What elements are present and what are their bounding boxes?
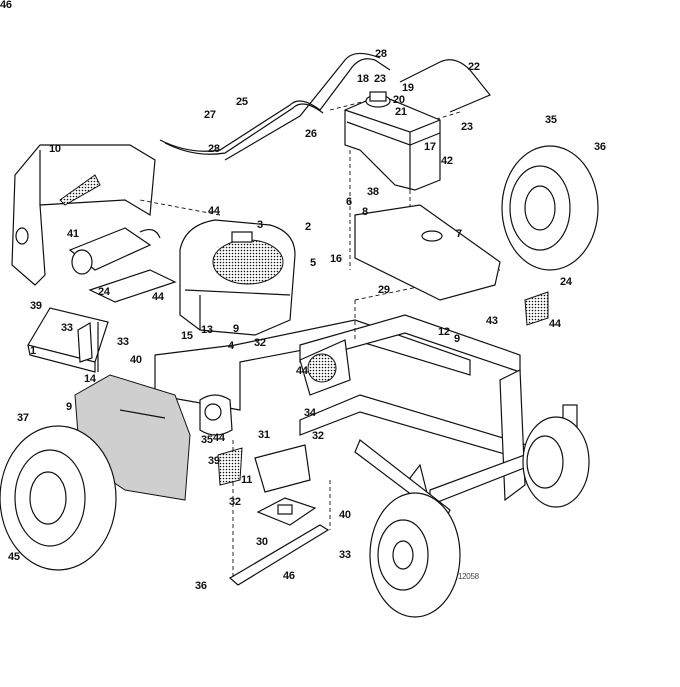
callout-23: 23 [374, 73, 386, 85]
callout-8: 8 [362, 206, 368, 218]
callout-39: 39 [208, 455, 220, 467]
callout-36: 36 [195, 580, 207, 592]
callout-20: 20 [393, 94, 405, 106]
callout-46: 46 [0, 0, 12, 11]
callout-5: 5 [310, 257, 316, 269]
callout-7: 7 [456, 228, 462, 240]
callout-39: 39 [30, 300, 42, 312]
callout-32: 32 [254, 337, 266, 349]
callout-45: 45 [8, 551, 20, 563]
callout-21: 21 [395, 106, 407, 118]
engine [139, 199, 296, 336]
callout-28: 28 [375, 48, 387, 60]
callout-1: 1 [30, 345, 36, 357]
muffler [68, 227, 177, 303]
callout-13: 13 [201, 324, 213, 336]
callout-33: 33 [61, 322, 73, 334]
callout-22: 22 [468, 61, 480, 73]
callout-37: 37 [17, 412, 29, 424]
callout-24: 24 [98, 286, 110, 298]
callout-12: 12 [438, 326, 450, 338]
callout-9: 9 [66, 401, 72, 413]
side-shroud [11, 144, 156, 286]
callout-40: 40 [339, 509, 351, 521]
callout-44: 44 [208, 205, 220, 217]
callout-4: 4 [228, 340, 234, 352]
callout-11: 11 [241, 474, 253, 486]
bracket-assembly [27, 307, 109, 373]
callout-19: 19 [402, 82, 414, 94]
callout-35: 35 [201, 434, 213, 446]
callout-33: 33 [117, 336, 129, 348]
callout-31: 31 [258, 429, 270, 441]
callout-41: 41 [67, 228, 79, 240]
caster-wheel-front [369, 492, 461, 618]
callout-44: 44 [549, 318, 561, 330]
callout-26: 26 [305, 128, 317, 140]
callout-15: 15 [181, 330, 193, 342]
callout-44: 44 [213, 432, 225, 444]
callout-6: 6 [346, 196, 352, 208]
callout-9: 9 [454, 333, 460, 345]
callout-34: 34 [304, 407, 316, 419]
callout-36: 36 [594, 141, 606, 153]
callout-2: 2 [305, 221, 311, 233]
callout-14: 14 [84, 373, 96, 385]
callout-28: 28 [208, 143, 220, 155]
figure-number: 12058 [458, 572, 479, 581]
callout-42: 42 [441, 155, 453, 167]
callout-9: 9 [233, 323, 239, 335]
callout-18: 18 [357, 73, 369, 85]
callout-25: 25 [236, 96, 248, 108]
callout-40: 40 [130, 354, 142, 366]
callout-17: 17 [424, 141, 436, 153]
callout-44: 44 [296, 365, 308, 377]
callout-27: 27 [204, 109, 216, 121]
callout-24: 24 [560, 276, 572, 288]
callout-32: 32 [312, 430, 324, 442]
callout-10: 10 [49, 143, 61, 155]
callout-16: 16 [330, 253, 342, 265]
callout-3: 3 [257, 219, 263, 231]
callout-46: 46 [283, 570, 295, 582]
callout-32: 32 [229, 496, 241, 508]
callout-44: 44 [152, 291, 164, 303]
fuel-tank [344, 91, 441, 270]
callout-35: 35 [545, 114, 557, 126]
callout-23: 23 [461, 121, 473, 133]
callout-38: 38 [367, 186, 379, 198]
callout-30: 30 [256, 536, 268, 548]
rear-wheel-left [0, 425, 117, 571]
caster-wheel-rear [522, 416, 590, 508]
callout-29: 29 [378, 284, 390, 296]
mount-plates [217, 291, 549, 586]
callout-43: 43 [486, 315, 498, 327]
callout-33: 33 [339, 549, 351, 561]
rear-wheel-right [501, 145, 599, 271]
